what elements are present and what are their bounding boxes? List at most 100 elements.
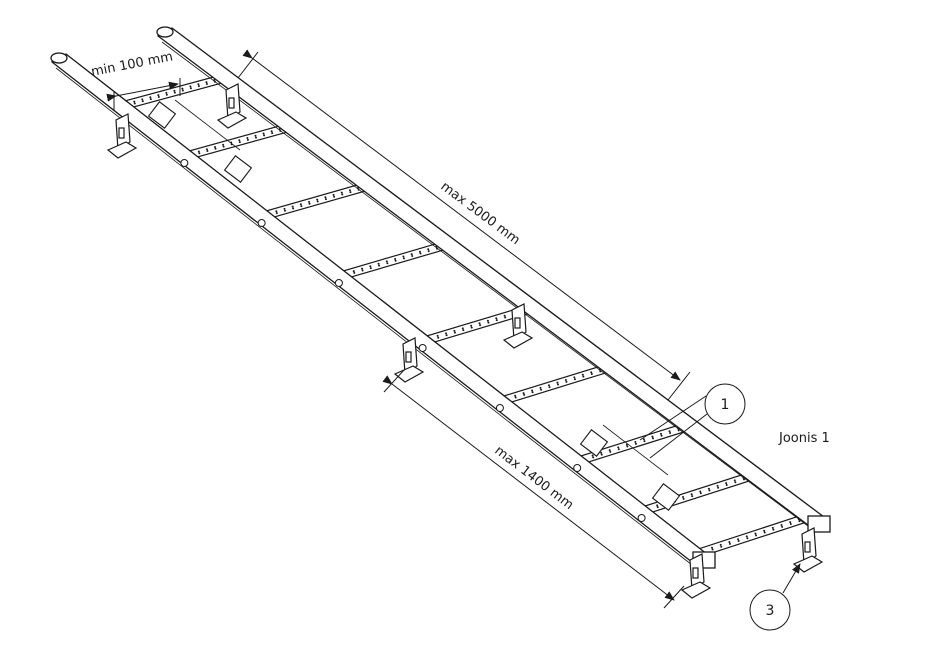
rung-perforation [522,392,525,395]
rung-perforation [149,96,152,99]
rung-perforation [479,324,482,327]
rung-perforation [141,98,144,101]
rung-perforation [205,82,208,85]
rung-perforation [691,495,694,498]
rung-perforation [263,134,266,137]
rung-perforation [547,384,550,387]
rail-hole [495,404,504,412]
rung-perforation [361,267,364,270]
rung-perforation [600,453,603,456]
rung-perforation [798,520,801,523]
rung-perforation [361,269,364,272]
rung-perforation [699,490,702,493]
rung-perforation [643,440,646,443]
rung-perforation [581,373,584,376]
rung-perforation [394,259,397,262]
rung-perforation [462,329,465,332]
rung-perforation [470,324,473,327]
rung-perforation [377,262,380,265]
rung-perforation [733,479,736,482]
rung-perforation [402,255,405,258]
front-rail [50,53,714,567]
dimension-max-length [237,49,691,401]
rung-perforation [582,375,585,378]
rung-perforation [300,205,303,208]
rung-perforation [275,210,278,213]
rung-perforation [165,91,168,94]
rung-perforation [411,254,414,257]
rung-perforation [461,327,464,330]
rung-perforation [238,141,241,144]
rung-perforation [503,314,506,317]
rung-perforation [600,451,603,454]
rail-hole [573,464,582,472]
rung-perforation [369,265,372,268]
rung-perforation [292,207,295,210]
rung-perforation [470,326,473,329]
rung-perforation [386,262,389,265]
rung-perforation [271,132,274,135]
rung-perforation [737,538,740,541]
rung-perforation [254,134,257,137]
dimension-max-bracket-spacing [382,369,685,609]
rung-perforation [734,481,737,484]
rung-perforation [206,150,209,153]
rung-perforation [197,85,200,88]
rung-perforation [617,448,620,451]
rung-perforation [436,334,439,337]
rung-perforation [573,376,576,379]
rung-perforation [504,316,507,319]
rung-perforation [445,332,448,335]
rung-perforation [445,334,448,337]
rung-perforation [531,389,534,392]
rung-perforation [617,446,620,449]
rung-perforation [789,522,792,525]
rung-perforation [427,248,430,251]
rung-perforation [308,200,311,203]
rung-perforation [181,89,184,92]
rung-perforation [299,203,302,206]
clamp-top-2 [223,155,253,183]
rung-perforation [453,331,456,334]
rung-perforation [205,148,208,151]
rung-perforation [410,253,413,256]
rung-perforation [495,319,498,322]
rung-perforation [656,506,659,509]
rung-perforation [437,336,440,339]
rung-perforation [149,98,152,101]
rung-perforation [487,321,490,324]
rung-perforation [539,386,542,389]
rung-perforation [316,200,319,203]
rung-perforation [189,85,192,88]
rung-perforation [427,250,430,253]
rung-perforation [682,497,685,500]
rung-perforation [214,145,217,148]
rung-perforation [141,100,144,103]
callout-1 [639,383,746,459]
rung-perforation [669,432,672,435]
ladder-rung [335,240,450,282]
rung-perforation [746,537,749,540]
rung-perforation [626,445,629,448]
roof-brackets [106,83,824,599]
rung-perforation [262,132,265,135]
rung-perforation [548,386,551,389]
rung-perforation [369,267,372,270]
ladder-rung [180,122,293,162]
bracket-front-bottom [680,553,712,599]
rung-perforation [419,252,422,255]
rung-perforation [781,525,784,528]
rung-perforation [592,456,595,459]
rung-perforation [181,87,184,90]
rail-hole [334,279,343,287]
rung-perforation [780,524,783,527]
rung-perforation [540,388,543,391]
rung-perforation [514,396,517,399]
rung-perforation [385,260,388,263]
rung-perforation [332,193,335,196]
rung-perforation [763,531,766,534]
rung-perforation [341,193,344,196]
rung-perforation [495,317,498,320]
rung-perforation [690,493,693,496]
